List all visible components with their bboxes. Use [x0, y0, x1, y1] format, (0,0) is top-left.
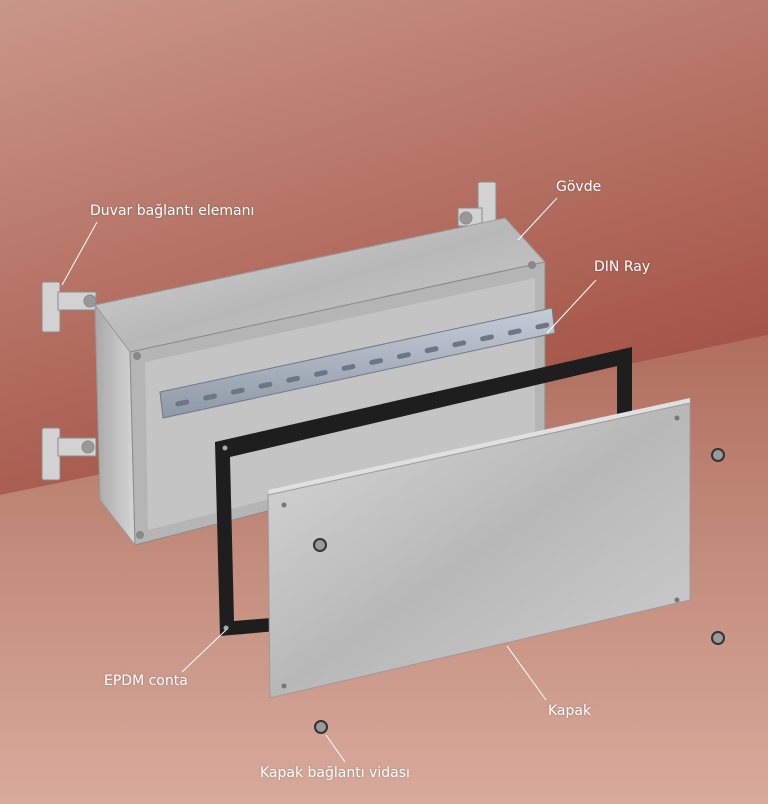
din-rail-slot: [230, 387, 245, 395]
label-gasket: EPDM conta: [104, 673, 188, 689]
din-rail-slot: [258, 381, 273, 389]
din-rail-slot: [286, 375, 301, 383]
din-rail-slot: [452, 340, 467, 348]
cover-panel: [267, 398, 691, 699]
screw-icon: [313, 448, 725, 734]
din-rail: [159, 307, 556, 419]
din-rail-slot: [313, 369, 328, 377]
din-rail-slot: [175, 399, 190, 407]
din-rail-slot: [480, 334, 494, 342]
label-cover-screw: Kapak bağlantı vidası: [260, 765, 410, 781]
label-wall-bracket: Duvar bağlantı elemanı: [90, 203, 255, 219]
label-cover: Kapak: [548, 703, 592, 719]
din-rail-slot: [397, 352, 411, 360]
label-body: Gövde: [556, 179, 602, 195]
wall-bracket-icon: [41, 181, 497, 481]
din-rail-slot: [535, 322, 550, 330]
din-rail-slot: [424, 346, 439, 354]
epdm-gasket: [215, 347, 632, 636]
din-rail-slot: [203, 393, 217, 401]
label-din-rail: DIN Ray: [594, 259, 651, 275]
leader-lines: [61, 197, 597, 763]
din-rail-slot: [369, 358, 384, 365]
din-rail-slot: [507, 328, 522, 336]
din-rail-slot: [341, 364, 356, 371]
